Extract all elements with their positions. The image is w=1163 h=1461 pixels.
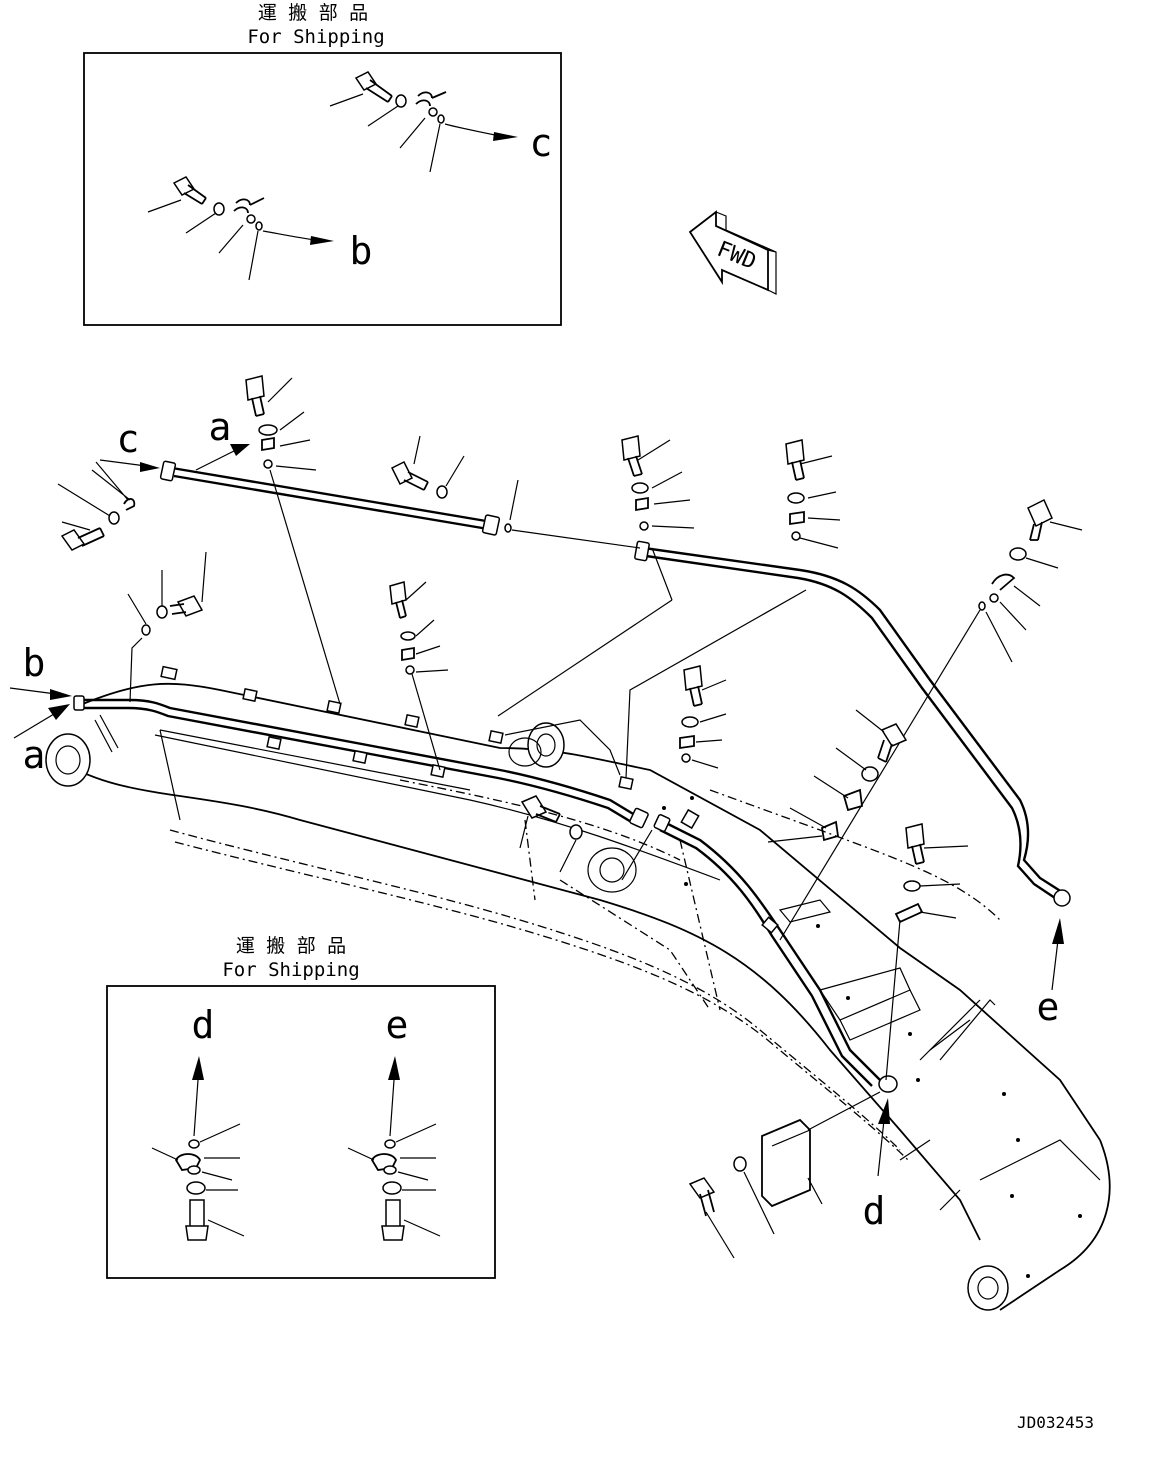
fastener-cluster-a-top — [245, 375, 341, 705]
label-c-main: c — [117, 417, 140, 461]
shipping-box-top: 運 搬 部 品 For Shipping c b — [83, 2, 562, 326]
boom-bottom-edge — [59, 759, 981, 1241]
label-e: e — [386, 1003, 409, 1047]
fastener-cluster-right-center — [679, 665, 727, 769]
connector-line — [444, 123, 501, 137]
shipping-box-frame — [106, 985, 496, 1279]
shipping-title-en: For Shipping — [247, 26, 384, 48]
bolt-shank — [365, 79, 393, 103]
main-view-labels: c a b a e d — [9, 405, 1064, 1233]
drawing-number: JD032453 — [1017, 1413, 1094, 1432]
fastener-clusters — [57, 375, 1083, 1259]
shipping-title-jp: 運 搬 部 品 — [258, 2, 368, 24]
fastener-set-b: b — [147, 176, 373, 281]
label-e-main: e — [1037, 985, 1060, 1029]
fastener-stack-d: d — [151, 1003, 245, 1241]
shipping-title-en: For Shipping — [222, 959, 359, 981]
fwd-direction-icon: FWD — [688, 210, 777, 295]
boom-center-boss — [527, 722, 565, 768]
shipping-title-jp: 運 搬 部 品 — [236, 935, 346, 957]
fastener-cluster-c — [57, 461, 136, 551]
arrow-a-left — [48, 704, 70, 720]
fastener-cluster-lower-center — [519, 795, 653, 881]
fastener-set-c: c — [329, 71, 553, 173]
guard-bracket — [688, 1091, 881, 1259]
nut — [437, 114, 445, 124]
grease-piping — [73, 460, 1071, 1093]
arrow-b-main — [50, 689, 72, 700]
arrow-e-main — [1052, 918, 1064, 944]
label-d-main: d — [863, 1189, 886, 1233]
spacer — [246, 214, 256, 224]
fastener-cluster-mid-top — [390, 435, 641, 549]
bolt-shank — [183, 184, 207, 205]
boom-foot-boss — [45, 733, 91, 787]
arrow-c-main — [140, 462, 160, 472]
spacer — [428, 107, 438, 117]
boom-top-boss — [967, 1265, 1009, 1311]
label-c: c — [530, 121, 553, 165]
nut — [255, 221, 263, 231]
fastener-cluster-right — [625, 439, 841, 779]
fastener-cluster-center — [497, 435, 695, 717]
shipping-box-bottom: 運 搬 部 品 For Shipping d e — [106, 935, 496, 1279]
label-a-left: a — [23, 733, 46, 777]
label-a-top: a — [209, 405, 232, 449]
label-d: d — [192, 1003, 215, 1047]
bolt-head — [354, 71, 378, 91]
washer — [395, 94, 407, 108]
fastener-cluster-right-bolt — [767, 709, 908, 843]
fastener-cluster-d — [885, 823, 969, 1081]
washer — [213, 202, 225, 216]
arrow-d-main — [878, 1098, 890, 1124]
fastener-stack-e: e — [347, 1003, 441, 1241]
shipping-box-frame — [83, 52, 562, 326]
arrow-a-top — [230, 444, 250, 456]
bolt-head — [172, 176, 196, 196]
fastener-cluster-mid-boom — [389, 581, 449, 771]
arrow-c — [493, 132, 518, 141]
boom-structure — [45, 682, 1111, 1311]
clamp — [415, 91, 447, 107]
leader-lines — [329, 93, 441, 173]
leader-lines — [147, 199, 259, 281]
connector-line — [262, 230, 316, 241]
boom-top-edge — [77, 682, 1101, 1141]
fastener-cluster-e — [779, 498, 1083, 941]
fastener-cluster-b — [127, 551, 207, 703]
arrow-b — [310, 236, 334, 245]
label-b-main: b — [23, 641, 46, 685]
label-b: b — [350, 229, 373, 273]
clamp — [233, 197, 265, 214]
